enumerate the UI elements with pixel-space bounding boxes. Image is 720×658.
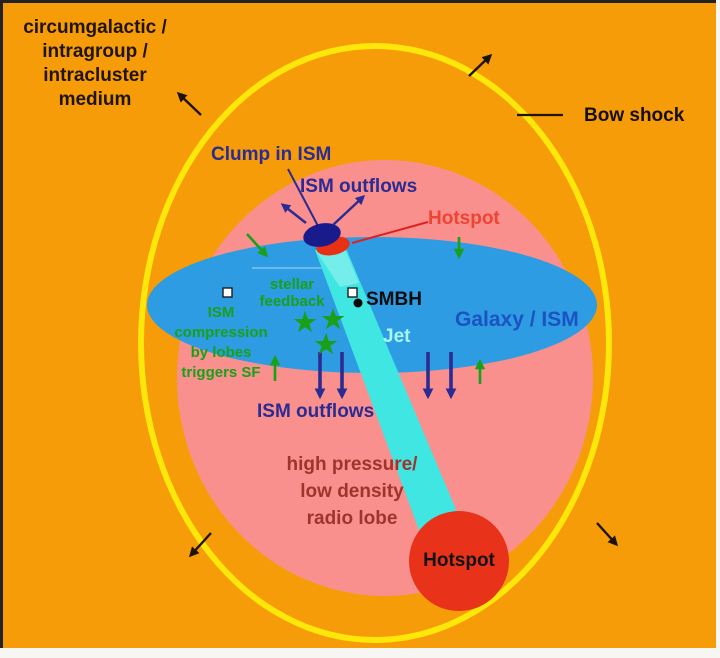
clump-in-ism-label: Clump in ISM — [211, 144, 332, 165]
stellar-feedback-label: stellar feedback — [259, 276, 324, 310]
stellar-feedback-line: feedback — [259, 293, 325, 310]
ism-compression-line: by lobes — [190, 344, 252, 361]
hotspot-top-label: Hotspot — [428, 208, 500, 229]
ism-compression-label: ISM compression by lobes triggers SF — [174, 303, 267, 383]
ism-outflows-top-label: ISM outflows — [300, 176, 418, 197]
ism-compression-line: triggers SF — [181, 364, 261, 381]
cgm-line: circumgalactic / — [23, 17, 167, 38]
star-icon: ★ — [314, 329, 338, 359]
star-icon: ★ — [321, 304, 345, 334]
radio-lobe-line: high pressure/ — [286, 454, 418, 475]
stellar-feedback-line: stellar — [269, 276, 315, 293]
ism-compression-line: ISM — [207, 304, 235, 321]
cgm-line: intragroup / — [42, 41, 148, 62]
star-icon: ★ — [293, 307, 317, 337]
smbh-label: SMBH — [366, 289, 422, 310]
radio-lobe-label: high pressure/ low density radio lobe — [287, 451, 418, 532]
ism-outflows-bottom-label: ISM outflows — [257, 401, 375, 422]
bow-shock-label: Bow shock — [584, 105, 685, 126]
cgm-line: intracluster — [43, 65, 147, 86]
ism-compression-line: compression — [174, 324, 268, 341]
hotspot-bottom-label: Hotspot — [423, 550, 495, 571]
radio-lobe-line: radio lobe — [306, 508, 398, 529]
jet-label: Jet — [383, 326, 411, 347]
circumgalactic-medium-label: circumgalactic / intragroup / intraclust… — [23, 16, 167, 112]
galaxy-ism-label: Galaxy / ISM — [455, 308, 579, 331]
radio-lobe-line: low density — [300, 481, 404, 502]
bow-shock-ellipse — [138, 43, 612, 643]
cgm-line: medium — [58, 89, 132, 110]
